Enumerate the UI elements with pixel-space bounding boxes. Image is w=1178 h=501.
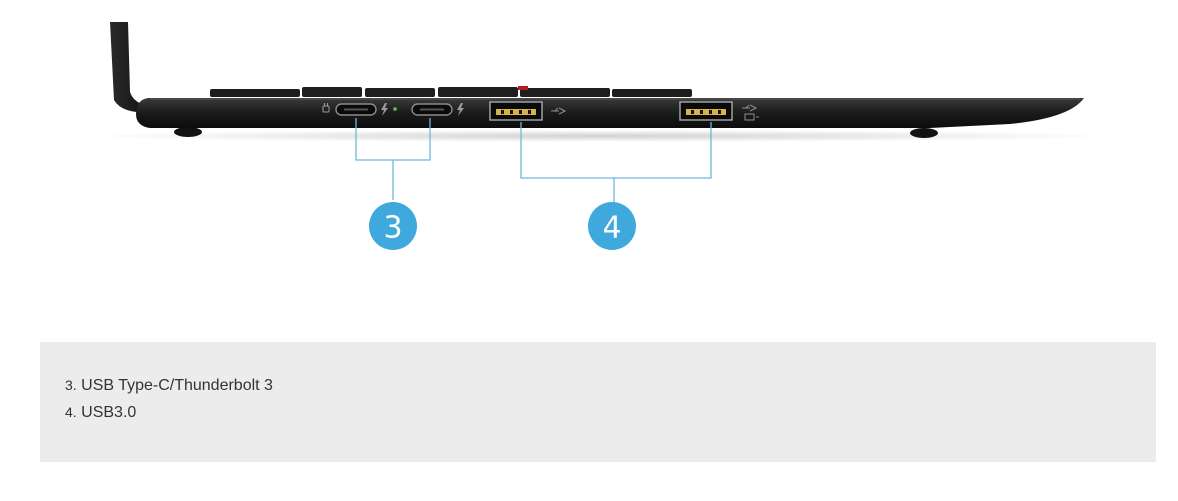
laptop-lid — [110, 22, 150, 113]
legend-item: 4. USB3.0 — [65, 399, 273, 426]
floor-shadow — [80, 130, 1120, 142]
svg-text:3: 3 — [383, 211, 402, 246]
foot-left — [174, 127, 202, 137]
laptop-body — [136, 98, 1084, 128]
legend-text: USB Type-C/Thunderbolt 3 — [81, 377, 273, 394]
legend-list: 3. USB Type-C/Thunderbolt 3 4. USB3.0 — [65, 372, 273, 426]
leader-lines — [355, 118, 712, 202]
foot-right — [910, 128, 938, 138]
status-led — [393, 107, 397, 111]
legend-text: USB3.0 — [81, 404, 137, 421]
leader-line-4 — [520, 122, 712, 179]
callout-4: 4 — [588, 202, 636, 250]
usb-c-port-2 — [411, 103, 453, 116]
usb-c-port-1 — [335, 103, 377, 116]
power-plug-icon — [322, 103, 330, 113]
legend-number: 4. — [65, 404, 77, 420]
usb-ss-icon — [551, 107, 567, 115]
usb-a-port-2 — [679, 101, 733, 121]
thunderbolt-icon — [381, 103, 464, 116]
legend-number: 3. — [65, 377, 77, 393]
laptop-side-ports-figure: 3 4 — [80, 22, 1120, 250]
legend-item: 3. USB Type-C/Thunderbolt 3 — [65, 372, 273, 399]
keyboard-keys — [210, 87, 692, 97]
usb-a-port-1 — [489, 101, 543, 121]
trackpoint-red — [518, 86, 528, 90]
callout-3: 3 — [369, 202, 417, 250]
port-legend: 3. USB Type-C/Thunderbolt 3 4. USB3.0 — [40, 342, 1156, 462]
laptop-illustration: 3 4 — [80, 22, 1120, 250]
svg-text:4: 4 — [602, 211, 621, 246]
usb-ss-charging-icon — [742, 104, 759, 121]
